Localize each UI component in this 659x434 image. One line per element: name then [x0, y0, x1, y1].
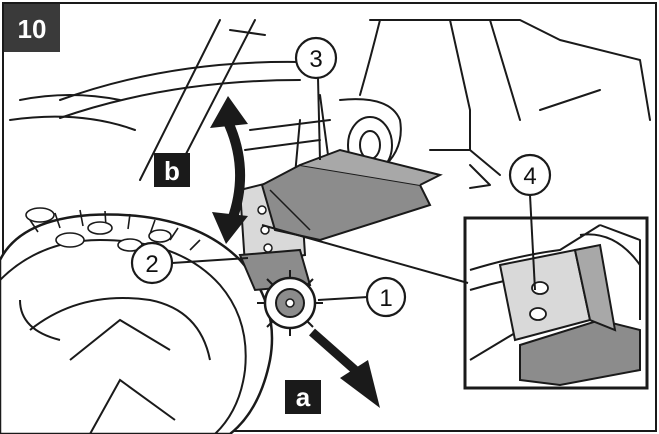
direction-label-a: a	[296, 382, 311, 412]
callout-2-number: 2	[145, 251, 158, 278]
callout-1: 1	[365, 276, 407, 318]
callout-4-number: 4	[523, 163, 536, 190]
step-number-badge: 10	[4, 4, 60, 52]
adjustment-knob	[257, 270, 323, 336]
direction-label-b: b	[164, 156, 180, 186]
callout-2: 2	[130, 241, 174, 285]
wheel	[0, 207, 274, 434]
pull-direction-arrow	[309, 328, 380, 408]
label-badge-a: a	[285, 380, 321, 414]
step-number: 10	[18, 14, 47, 44]
label-badge-b: b	[154, 153, 190, 187]
callout-leader-lines	[171, 77, 536, 301]
callout-3-number: 3	[309, 46, 322, 73]
callout-3: 3	[294, 36, 338, 80]
callout-4: 4	[508, 153, 552, 197]
detail-inset	[463, 216, 649, 390]
inset-leader-line	[261, 224, 469, 284]
callout-1-number: 1	[379, 285, 392, 312]
mower-housing-lineart	[9, 19, 651, 189]
up-down-curved-arrow	[210, 96, 248, 244]
height-adjustment-bracket	[238, 148, 443, 292]
